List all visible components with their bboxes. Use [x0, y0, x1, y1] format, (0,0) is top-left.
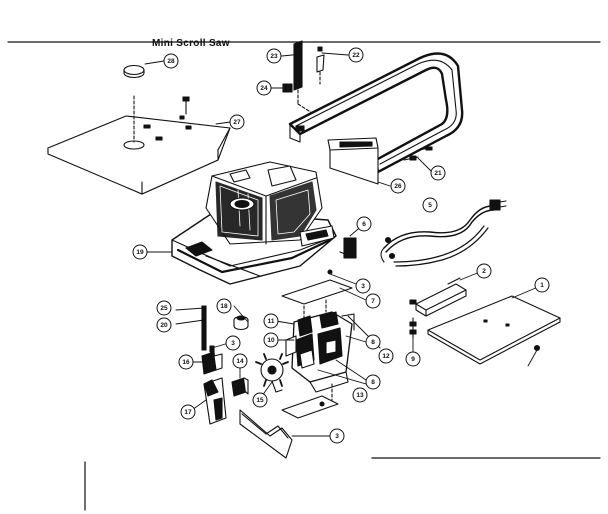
callout-23: 23 [266, 48, 282, 64]
callout-number: 8 [371, 339, 375, 346]
callout-number: 21 [434, 170, 442, 177]
screw-part [409, 317, 417, 339]
power-cord-part [380, 199, 507, 267]
callout-19: 19 [132, 244, 148, 260]
callout-number: 26 [394, 183, 402, 190]
callout-5: 5 [422, 197, 438, 213]
callout-18: 18 [216, 298, 232, 314]
saw-table-part [47, 95, 231, 195]
clip-part [339, 237, 357, 259]
bracket-plate-part [281, 269, 353, 305]
callout-15: 15 [252, 392, 268, 408]
callout-number: 15 [256, 397, 264, 404]
callout-number: 10 [267, 337, 275, 344]
callout-number: 17 [184, 409, 192, 416]
bushing-part [233, 315, 249, 331]
callout-number: 8 [371, 379, 375, 386]
callout-number: 5 [428, 202, 432, 209]
vertical-post-part [293, 40, 321, 119]
callout-number: 22 [352, 52, 360, 59]
callout-10: 10 [263, 332, 279, 348]
callout-8: 8 [365, 334, 381, 350]
callout-number: 13 [356, 392, 364, 399]
callout-8: 8 [365, 374, 381, 390]
callout-6: 6 [356, 216, 372, 232]
gear-part [255, 353, 289, 393]
callout-9: 9 [405, 351, 421, 367]
callout-number: 14 [236, 358, 244, 365]
callout-13: 13 [352, 387, 368, 403]
switch-bar-part [409, 277, 467, 317]
diagram-title: Mini Scroll Saw [152, 38, 230, 49]
callout-number: 1 [540, 282, 544, 289]
small-pin-part [316, 46, 325, 85]
callout-number: 7 [371, 298, 375, 305]
callout-number: 27 [233, 119, 241, 126]
callout-number: 2 [482, 268, 486, 275]
callout-number: 24 [260, 85, 268, 92]
callout-number: 12 [382, 353, 390, 360]
callout-7: 7 [365, 293, 381, 309]
base-plate-part [427, 295, 561, 365]
blade-guard-part [239, 409, 293, 459]
callout-25: 25 [156, 300, 172, 316]
round-cap-part [123, 64, 145, 79]
motor-assembly-part [285, 299, 355, 393]
callout-number: 3 [361, 283, 365, 290]
callout-14: 14 [232, 353, 248, 369]
callout-3: 3 [225, 335, 241, 351]
callout-1: 1 [534, 277, 550, 293]
callout-28: 28 [163, 53, 179, 69]
callout-number: 28 [167, 58, 175, 65]
switch-part [201, 345, 227, 425]
callout-27: 27 [229, 114, 245, 130]
callout-number: 23 [270, 53, 278, 60]
lower-plate-part [281, 383, 339, 419]
upper-arm-part [288, 52, 464, 185]
callout-number: 19 [136, 249, 144, 256]
callout-3: 3 [329, 428, 345, 444]
callout-11: 11 [263, 313, 279, 329]
callout-24: 24 [256, 80, 272, 96]
callout-number: 6 [362, 221, 366, 228]
callout-number: 3 [231, 340, 235, 347]
callout-number: 3 [335, 433, 339, 440]
callout-number: 20 [160, 322, 168, 329]
callout-16: 16 [178, 354, 194, 370]
callout-12: 12 [378, 348, 394, 364]
callout-number: 18 [220, 303, 228, 310]
rod-part [201, 305, 207, 351]
motor-housing-part [171, 161, 337, 285]
callout-22: 22 [348, 47, 364, 63]
small-block-part [231, 377, 249, 397]
callout-20: 20 [156, 317, 172, 333]
callout-17: 17 [180, 404, 196, 420]
callout-number: 16 [182, 359, 190, 366]
callout-3: 3 [355, 278, 371, 294]
callout-21: 21 [430, 165, 446, 181]
callout-number: 11 [268, 318, 275, 325]
callout-26: 26 [390, 178, 406, 194]
callout-number: 9 [411, 356, 415, 363]
callout-number: 25 [160, 305, 168, 312]
callout-2: 2 [476, 263, 492, 279]
